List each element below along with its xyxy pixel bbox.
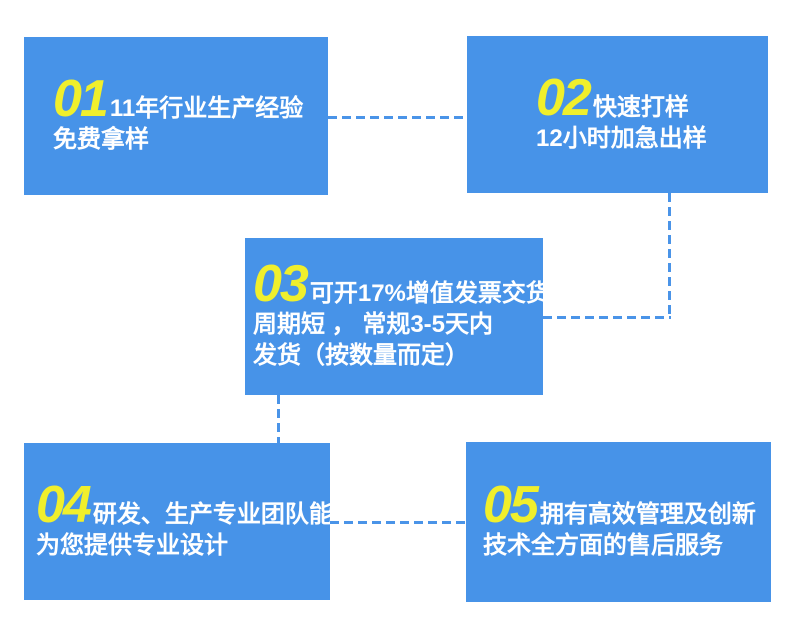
step-card-05-line2: 技术全方面的售后服务 (483, 532, 723, 559)
step-card-05-headline: 拥有高效管理及创新 (539, 501, 756, 528)
step-number-03: 03 (253, 255, 309, 313)
step-card-01-headline: 11年行业生产经验 (109, 95, 304, 122)
step-card-02-line2: 12小时加急出样 (536, 124, 707, 152)
step-card-03-headline: 可开17%增值发票交货 (309, 280, 550, 307)
step-card-02-headline: 快速打样 (592, 93, 689, 121)
connector-01-02 (328, 116, 467, 119)
step-card-04-line2: 为您提供专业设计 (36, 531, 228, 559)
step-card-01-line2: 免费拿样 (53, 126, 149, 153)
step-number-05: 05 (483, 476, 539, 534)
step-number-01: 01 (53, 70, 109, 128)
step-number-02: 02 (536, 68, 592, 127)
step-card-04-headline: 研发、生产专业团队能 (92, 500, 333, 528)
connector-04-05 (330, 521, 466, 524)
connector-03-04 (277, 395, 280, 443)
step-number-04: 04 (36, 475, 92, 534)
connector-02-03-vertical (668, 193, 671, 318)
step-card-03-line3: 发货（按数量而定） (253, 342, 469, 369)
step-card-03-line2: 周期短 ， 常规3-5天内 (253, 311, 494, 338)
connector-02-03-horizontal (543, 316, 671, 319)
